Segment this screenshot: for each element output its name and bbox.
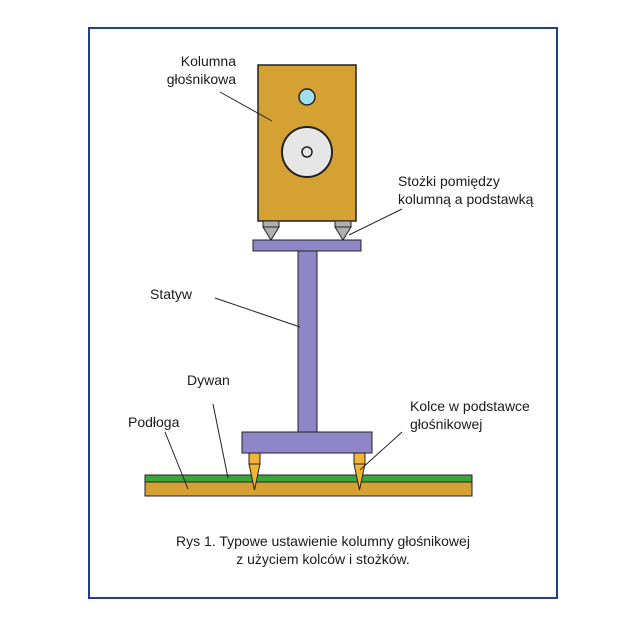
caption-line1: Rys 1. Typowe ustawienie kolumny głośnik…: [176, 533, 470, 549]
spike-left: [248, 452, 261, 491]
leader-speaker: [219, 91, 273, 122]
label-spikes: Kolce w podstawce głośnikowej: [410, 398, 530, 432]
figure-caption: Rys 1. Typowe ustawienie kolumny głośnik…: [88, 532, 558, 568]
leader-stand: [214, 297, 301, 328]
diagram-frame: [88, 27, 558, 599]
floor: [144, 480, 473, 497]
leader-floor: [164, 431, 189, 490]
spike-right: [353, 452, 366, 491]
label-carpet: Dywan: [187, 372, 230, 388]
label-speaker: Kolumna głośnikowa: [166, 53, 236, 87]
label-floor: Podłoga: [128, 414, 180, 430]
leader-spikes: [359, 431, 403, 471]
cone-right: [334, 220, 352, 241]
caption-line2: z użyciem kolców i stożków.: [236, 551, 410, 567]
stand-top-plate: [252, 239, 362, 252]
leader-cones: [348, 208, 403, 236]
label-cones: Stożki pomiędzy kolumną a podstawką: [398, 173, 534, 207]
stand-base: [241, 431, 373, 454]
carpet: [144, 474, 473, 483]
woofer-center: [301, 146, 313, 158]
label-stand: Statyw: [150, 286, 193, 302]
cone-left: [262, 220, 280, 241]
leader-carpet: [212, 403, 229, 479]
stand-column: [297, 250, 318, 433]
tweeter: [298, 88, 316, 106]
